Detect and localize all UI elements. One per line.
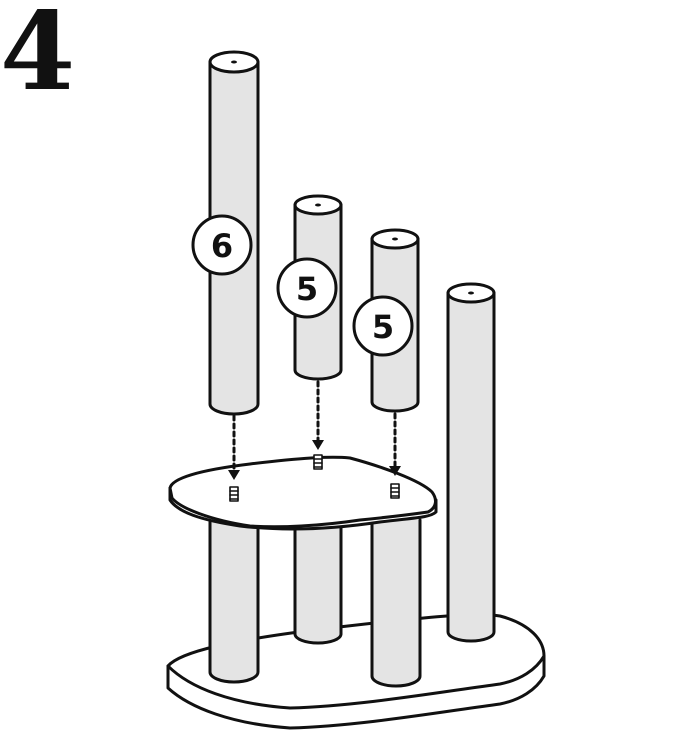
lower-leg-right	[372, 520, 420, 686]
callout-label: 5	[296, 270, 318, 308]
callout-part-5-front: 5	[354, 297, 412, 355]
tall-leg-right	[448, 284, 494, 641]
callout-part-5-back: 5	[278, 259, 336, 317]
callout-label: 5	[372, 308, 394, 346]
lower-leg-back	[295, 528, 341, 643]
callout-part-6: 6	[193, 216, 251, 274]
lower-leg-left	[210, 522, 258, 682]
callout-label: 6	[211, 227, 233, 265]
